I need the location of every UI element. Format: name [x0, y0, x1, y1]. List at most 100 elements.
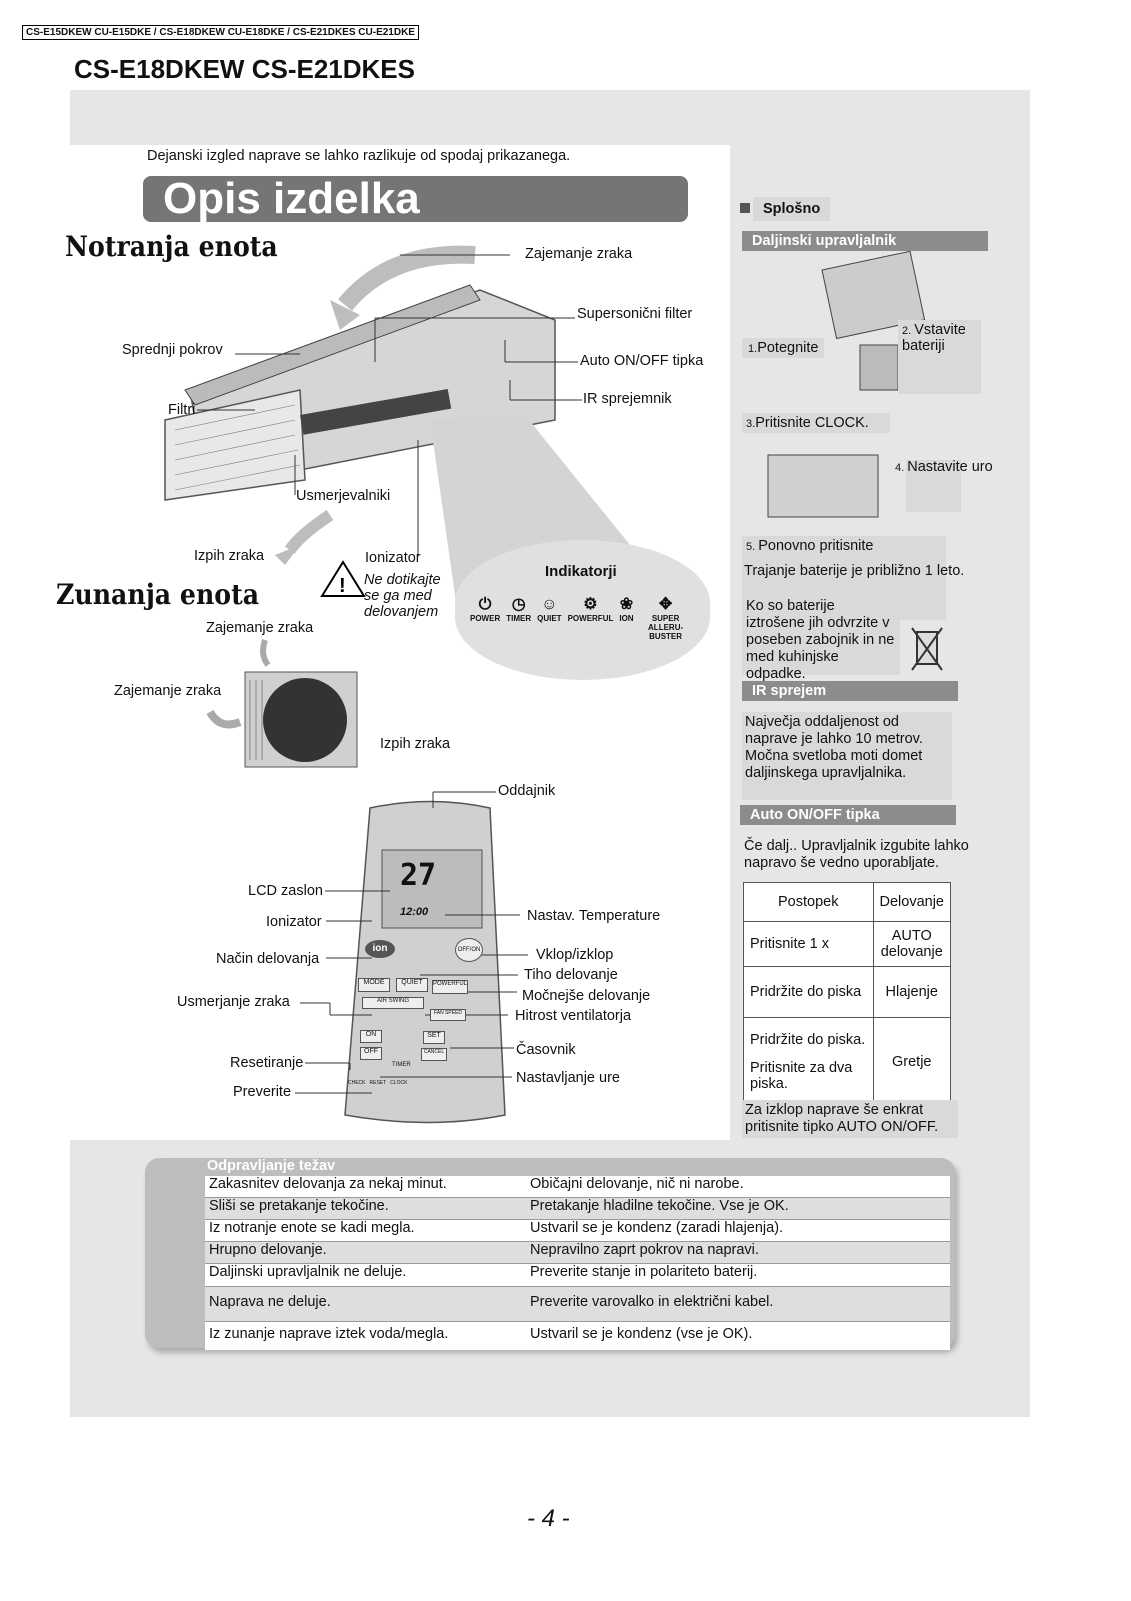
indicator-timer: ◷TIMER	[506, 596, 531, 641]
auto-off-text: Za izklop naprave še enkrat pritisnite t…	[742, 1100, 958, 1138]
label-ionizer: Ionizator	[365, 550, 421, 566]
table-row: Daljinski upravljalnik ne deluje.Preveri…	[205, 1264, 950, 1287]
label-outdoor-intake-top: Zajemanje zraka	[206, 620, 313, 636]
timer-icon: ◷	[506, 596, 531, 614]
powerful-icon: ⚙	[568, 596, 614, 614]
check-button[interactable]: CHECK	[348, 1080, 366, 1086]
table-row: Zakasnitev delovanja za nekaj minut.Obič…	[205, 1176, 950, 1198]
step-4: 4. Nastavite uro	[895, 459, 993, 475]
step-3: 3.Pritisnite CLOCK.	[742, 413, 890, 433]
label-outdoor-intake-side: Zajemanje zraka	[114, 683, 221, 699]
label-temp: Nastav. Temperature	[527, 908, 660, 924]
indicator-quiet: ☺QUIET	[537, 596, 561, 641]
label-reset: Resetiranje	[230, 1055, 303, 1071]
label-set-clock: Nastavljanje ure	[516, 1070, 620, 1086]
troubleshoot-rows: Zakasnitev delovanja za nekaj minut.Obič…	[205, 1176, 950, 1350]
table-row: Naprava ne deluje.Preverite varovalko in…	[205, 1287, 950, 1322]
mode-button[interactable]: MODE	[358, 978, 390, 992]
table-row: Pritisnite 1 x AUTO delovanje	[744, 922, 951, 967]
indicator-super-alleru-buster: ✥SUPER ALLERU-BUSTER	[640, 596, 692, 641]
airswing-button[interactable]: AIR SWING	[362, 997, 424, 1009]
label-onoff: Vklop/izklop	[536, 947, 613, 963]
table-cell: Pridržite do piska. Pritisnite za dva pi…	[744, 1018, 874, 1107]
label-powerful: Močnejše delovanje	[522, 988, 650, 1004]
fanspeed-button[interactable]: FAN SPEED	[430, 1009, 466, 1021]
table-row: Sliši se pretakanje tekočine.Pretakanje …	[205, 1198, 950, 1220]
timer-on-button[interactable]: ON	[360, 1030, 382, 1043]
page-number: - 4 -	[527, 1505, 570, 1533]
label-mode: Način delovanja	[216, 951, 319, 967]
clock-button[interactable]: CLOCK	[390, 1080, 407, 1086]
ir-text: Največja oddaljenost od naprave je lahko…	[742, 712, 952, 800]
indicator-power: ⏻POWER	[470, 596, 500, 641]
table-cell: Gretje	[873, 1018, 951, 1107]
label-air-intake: Zajemanje zraka	[525, 246, 632, 262]
power-icon: ⏻	[470, 596, 500, 614]
table-cell: Hlajenje	[873, 967, 951, 1018]
battery-icon	[860, 345, 898, 390]
waste-bin-icon	[912, 628, 942, 670]
label-front-cover: Sprednji pokrov	[122, 342, 223, 358]
label-auto-switch: Auto ON/OFF tipka	[580, 353, 703, 369]
label-air-outlet: Izpih zraka	[194, 548, 264, 564]
indoor-heading: Notranja enota	[65, 230, 278, 263]
indicator-row: ⏻POWER ◷TIMER ☺QUIET ⚙POWERFUL ❀ION ✥SUP…	[470, 596, 692, 641]
table-cell: Pritisnite 1 x	[744, 922, 874, 967]
label-ir-receiver: IR sprejemnik	[583, 391, 672, 407]
battery-dispose-text: Ko so baterije iztrošene jih odvrzite v …	[742, 596, 900, 675]
outlet-arrow-icon	[290, 515, 330, 550]
ion-button[interactable]: ion	[365, 940, 395, 958]
label-fan-speed: Hitrost ventilatorja	[515, 1008, 631, 1024]
auto-switch-heading: Auto ON/OFF tipka	[740, 805, 956, 825]
label-air-direction: Usmerjanje zraka	[177, 994, 290, 1010]
quiet-icon: ☺	[537, 596, 561, 614]
table-header-procedure: Postopek	[744, 883, 874, 922]
auto-switch-text: Če dalj.. Upravljalnik izgubite lahko na…	[744, 838, 984, 872]
auto-operation-table: Postopek Delovanje Pritisnite 1 x AUTO d…	[743, 882, 951, 1107]
step-2: 2. Vstavite bateriji	[898, 320, 981, 394]
powerful-button[interactable]: POWERFUL	[432, 980, 468, 994]
table-row: Postopek Delovanje	[744, 883, 951, 922]
indicators-title: Indikatorji	[545, 563, 617, 580]
table-row: Hrupno delovanje.Nepravilno zaprt pokrov…	[205, 1242, 950, 1264]
label-remote-ionizer: Ionizator	[266, 914, 322, 930]
bullet-square-icon	[740, 203, 750, 213]
label-quiet: Tiho delovanje	[524, 967, 618, 983]
lcd-time-readout: 12:00	[400, 906, 428, 918]
label-filters: Filtri	[168, 402, 195, 418]
cancel-button[interactable]: CANCEL	[421, 1048, 447, 1061]
ion-icon: ❀	[619, 596, 633, 614]
label-emitter: Oddajnik	[498, 783, 555, 799]
reset-button[interactable]: RESET	[370, 1080, 387, 1086]
quiet-button[interactable]: QUIET	[396, 978, 428, 992]
ir-heading: IR sprejem	[742, 681, 958, 701]
battery-life-text: Trajanje baterije je približno 1 leto.	[744, 563, 984, 579]
table-cell: AUTO delovanje	[873, 922, 951, 967]
check-reset-clock-row: CHECK RESET CLOCK	[348, 1080, 407, 1086]
offon-button[interactable]: OFF/ON	[455, 938, 483, 962]
warning-text: Ne dotikajte se ga med delovanjem	[364, 572, 459, 620]
outdoor-fan	[263, 678, 347, 762]
label-louvers: Usmerjevalniki	[296, 488, 390, 504]
step-1: 1.Potegnite	[742, 338, 824, 358]
table-row: Iz zunanje naprave iztek voda/megla.Ustv…	[205, 1322, 950, 1350]
table-header-operation: Delovanje	[873, 883, 951, 922]
table-row: Pridržite do piska. Pritisnite za dva pi…	[744, 1018, 951, 1107]
general-heading: Splošno	[753, 197, 830, 221]
table-row: Pridržite do piska Hlajenje	[744, 967, 951, 1018]
outdoor-heading: Zunanja enota	[56, 578, 259, 611]
table-row: Iz notranje enote se kadi megla.Ustvaril…	[205, 1220, 950, 1242]
troubleshoot-heading: Odpravljanje težav	[207, 1158, 335, 1174]
timer-off-button[interactable]: OFF	[360, 1047, 382, 1060]
label-outdoor-outlet: Izpih zraka	[380, 736, 450, 752]
set-button[interactable]: SET	[423, 1031, 445, 1044]
label-supersonic-filter: Supersonični filter	[577, 306, 692, 322]
label-timer: Časovnik	[516, 1042, 576, 1058]
label-lcd: LCD zaslon	[248, 883, 323, 899]
indicator-ion: ❀ION	[619, 596, 633, 641]
remote-keypad-icon	[768, 455, 878, 517]
timer-label: TIMER	[392, 1062, 411, 1068]
lcd-temp-readout: 27	[400, 858, 436, 893]
remote-heading: Daljinski upravljalnik	[742, 231, 988, 251]
outdoor-intake-arrow-icon	[210, 712, 240, 724]
